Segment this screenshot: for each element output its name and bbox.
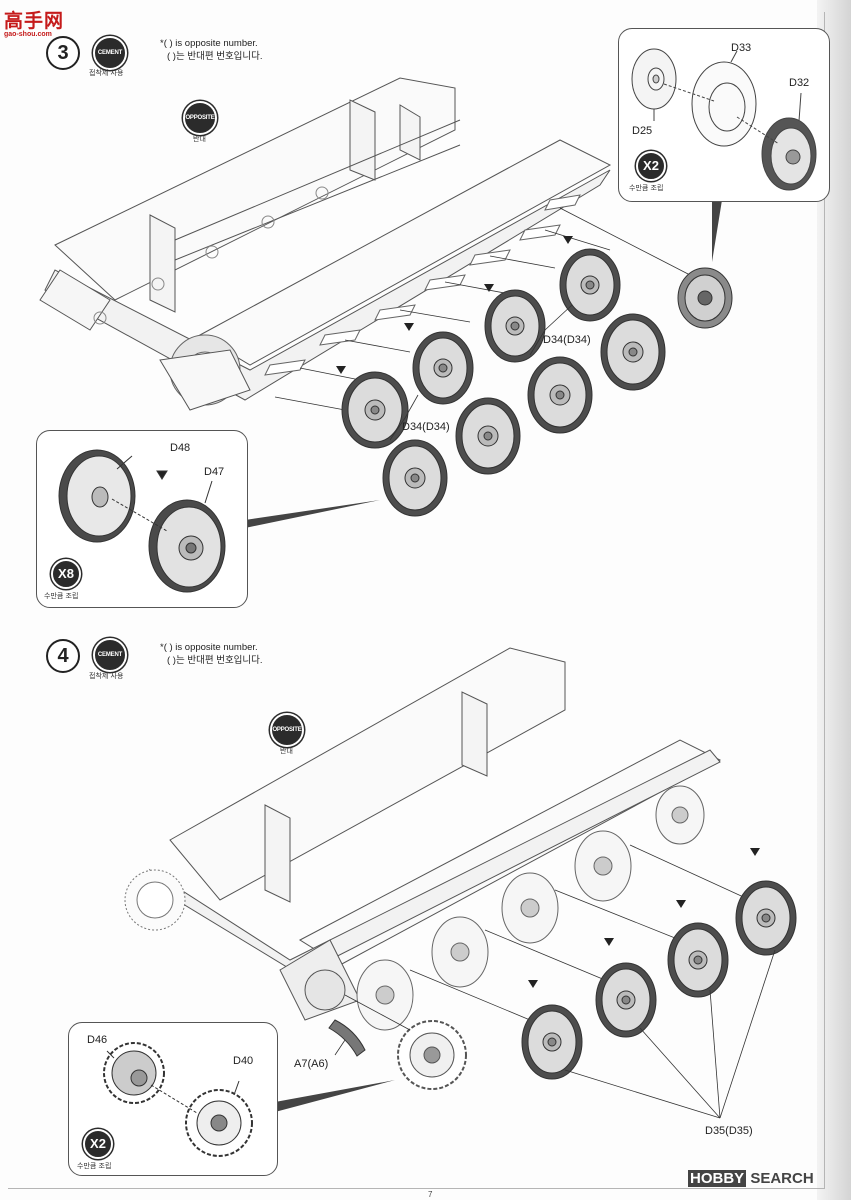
site-logo: 高手网 gao-shou.com xyxy=(4,6,64,38)
page-number: 7 xyxy=(428,1190,433,1199)
step-3-hull-drawing xyxy=(39,77,733,528)
cement-badge: CEMENT xyxy=(93,36,127,70)
opposite-note-en: *( ) is opposite number. xyxy=(160,642,258,653)
roadwheel-exploded-drawing xyxy=(58,449,226,593)
part-label-d32: D32 xyxy=(789,77,810,89)
step-4-hull-drawing xyxy=(124,647,797,1119)
wheel-label-d34-lower: D34(D34) xyxy=(402,421,450,433)
step-3-number: 3 xyxy=(46,36,80,70)
cement-caption: 접착제 사용 xyxy=(89,672,124,680)
multiplier-caption: 수만큼 조립 xyxy=(629,184,664,192)
callout-sprocket-assembly: D46 D40 X2 수만큼 조립 xyxy=(68,1022,278,1176)
opposite-badge: OPPOSITE xyxy=(270,713,304,747)
wheel-label-d34-upper: D34(D34) xyxy=(543,334,591,346)
opposite-note-en: *( ) is opposite number. xyxy=(160,38,258,49)
site-logo-url: gao-shou.com xyxy=(4,31,52,38)
sprocket-exploded-drawing xyxy=(103,1042,253,1157)
multiplier-caption: 수만큼 조립 xyxy=(77,1162,112,1170)
watermark-rest: SEARCH xyxy=(750,1170,814,1187)
step-4-number: 4 xyxy=(46,639,80,673)
site-logo-text: 高手网 xyxy=(4,10,65,32)
multiplier-x8-badge: X8 xyxy=(51,559,81,589)
part-label-d25: D25 xyxy=(632,125,653,137)
cement-caption: 접착제 사용 xyxy=(89,69,124,77)
part-label-d33: D33 xyxy=(731,42,752,54)
idler-exploded-drawing xyxy=(631,48,817,191)
multiplier-x2-badge: X2 xyxy=(636,151,666,181)
watermark-brand: HOBBY xyxy=(688,1170,747,1187)
part-label-d35: D35(D35) xyxy=(705,1125,753,1137)
part-label-a7: A7(A6) xyxy=(294,1058,329,1070)
opposite-caption: 반대 xyxy=(280,747,293,755)
part-label-d40: D40 xyxy=(233,1055,254,1067)
hobby-search-watermark: HOBBY SEARCH xyxy=(688,1170,814,1187)
part-label-d46: D46 xyxy=(87,1034,108,1046)
opposite-caption: 반대 xyxy=(193,135,206,143)
multiplier-x2-badge: X2 xyxy=(83,1129,113,1159)
part-label-d47: D47 xyxy=(204,466,225,478)
cement-badge: CEMENT xyxy=(93,638,127,672)
page-border xyxy=(8,12,825,1189)
opposite-badge: OPPOSITE xyxy=(183,101,217,135)
part-label-d48: D48 xyxy=(170,442,191,454)
opposite-note-ko: ( )는 반대편 번호입니다. xyxy=(167,655,263,666)
multiplier-caption: 수만큼 조립 xyxy=(44,592,79,600)
callout-roadwheel-assembly: D48 D47 X8 수만큼 조립 xyxy=(36,430,248,608)
callout-idler-assembly: D25 D33 D32 X2 수만큼 조립 xyxy=(618,28,830,202)
opposite-note-ko: ( )는 반대편 번호입니다. xyxy=(167,51,263,62)
